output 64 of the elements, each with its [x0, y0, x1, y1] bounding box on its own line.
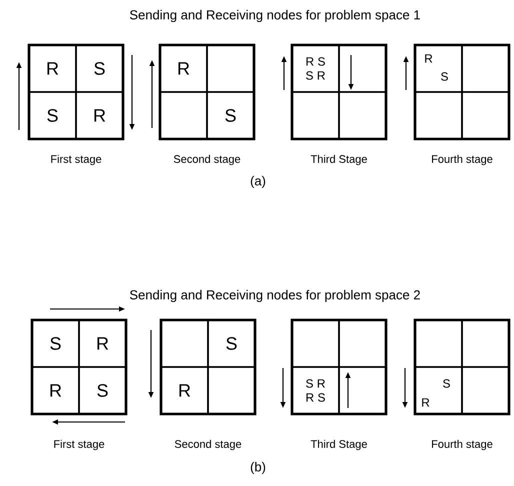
cell-letter: R: [425, 54, 432, 63]
grid-cell: [160, 319, 209, 368]
grid-cell: [414, 366, 463, 415]
stage-label: First stage: [51, 154, 102, 166]
cell-letter: S R: [306, 379, 325, 388]
stage-label: Fourth stage: [432, 440, 492, 450]
grid-cell: [207, 319, 256, 368]
cell-letter: R S: [306, 393, 325, 402]
grid-cell: [31, 319, 80, 368]
cell-letter: R: [178, 62, 190, 75]
cell-letter: S: [94, 62, 105, 75]
stage-label: Fourth stage: [432, 154, 492, 166]
grid-cell: [75, 44, 124, 93]
cell-letter: S: [443, 379, 450, 388]
grid-cell: [414, 44, 463, 93]
grid-cell: [461, 366, 510, 415]
stage-label: Second stage: [174, 154, 240, 166]
grid-cell: [461, 91, 510, 140]
grid-cell: [160, 366, 209, 415]
grid-cell: [291, 44, 340, 93]
grid-cell: [206, 91, 255, 140]
heading: (a): [250, 176, 266, 188]
cell-letter: R S: [306, 57, 325, 66]
cell-letter: S R: [306, 71, 325, 80]
grid-cell: [75, 91, 124, 140]
grid-cell: [207, 366, 256, 415]
stage-label: Third Stage: [310, 154, 367, 166]
grid-cell: [338, 319, 387, 368]
grid-cell: [291, 366, 340, 415]
cell-letter: S: [50, 337, 61, 350]
stage-label: Third Stage: [310, 440, 367, 450]
grid-cell: [291, 91, 340, 140]
cell-letter: R: [94, 109, 106, 122]
cell-letter: R: [50, 384, 62, 397]
heading: (b): [250, 462, 266, 474]
cell-letter: S: [441, 72, 448, 81]
grid-cell: [206, 44, 255, 93]
cell-letter: S: [47, 109, 58, 122]
stage-label: Second stage: [174, 440, 242, 450]
grid-cell: [28, 91, 77, 140]
grid-cell: [414, 91, 463, 140]
grid-cell: [78, 319, 127, 368]
grid-cell: [28, 44, 77, 93]
cell-letter: R: [97, 337, 108, 350]
grid-cell: [338, 44, 387, 93]
cell-letter: R: [47, 62, 58, 75]
grid-cell: [291, 319, 340, 368]
cell-letter: R: [422, 398, 430, 407]
cell-letter: S: [225, 109, 236, 122]
grid-cell: [78, 366, 127, 415]
grid-cell: [414, 319, 463, 368]
grid-cell: [159, 44, 208, 93]
cell-letter: R: [179, 384, 190, 397]
grid-cell: [338, 366, 387, 415]
grid-cell: [159, 91, 208, 140]
heading: Sending and Receiving nodes for problem space 1: [130, 10, 420, 22]
stage-label: First stage: [54, 440, 104, 450]
grid-cell: [338, 91, 387, 140]
grid-cell: [461, 319, 510, 368]
heading: Sending and Receiving nodes for problem space 2: [130, 290, 420, 302]
grid-cell: [461, 44, 510, 93]
cell-letter: S: [97, 384, 108, 397]
cell-letter: S: [226, 337, 237, 350]
grid-cell: [31, 366, 80, 415]
